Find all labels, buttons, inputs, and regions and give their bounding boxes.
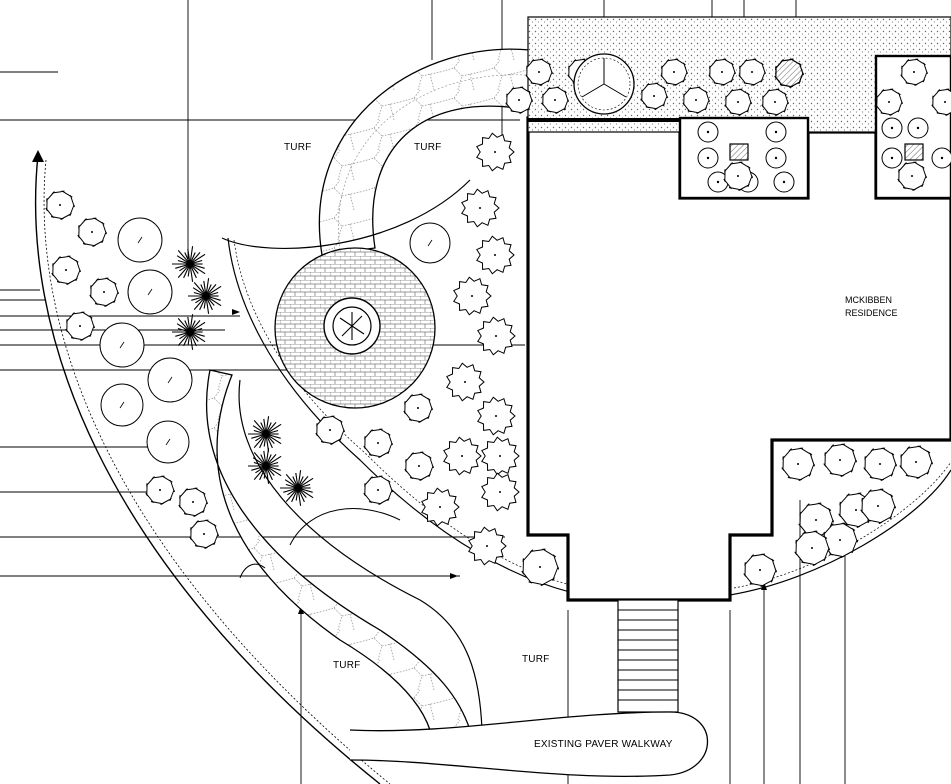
ornamental-tree-3 [147, 357, 193, 403]
shrub-plantings [45, 53, 951, 588]
turf-label-bottom-center: TURF [522, 654, 549, 665]
evergreen-shrub-5 [446, 362, 485, 402]
evergreen-shrub-10 [481, 472, 520, 512]
ornamental-grass-0 [172, 246, 206, 282]
planter-shrub-7 [881, 117, 903, 139]
right-bed-edge-hatch [733, 461, 951, 589]
shrub-left-5 [145, 475, 175, 505]
accent-shrub-dark [774, 58, 804, 89]
ornamental-grass-4 [248, 448, 282, 484]
planter-shrub-6 [773, 171, 795, 193]
evergreen-shrub-7 [443, 436, 482, 476]
shrub-left-1 [77, 217, 107, 247]
planter-shrub-3 [765, 147, 787, 169]
ornamental-grass-2 [172, 314, 206, 350]
patio-bed-edge [221, 179, 471, 249]
planter-shrub-0 [697, 121, 719, 143]
shrub-top-5 [660, 58, 688, 86]
evergreen-shrub-2 [476, 235, 515, 275]
shrub-left-0 [45, 190, 75, 220]
planter-shrub-center-right [897, 161, 927, 191]
planter-shrub-1 [697, 147, 719, 169]
shrub-patio-3 [363, 475, 393, 505]
ornamental-tree-1 [127, 269, 173, 315]
shrub-left-7 [189, 519, 219, 549]
evergreen-shrub-1 [461, 188, 500, 228]
shrub-right-row-0 [781, 447, 815, 482]
shrub-top-10 [761, 88, 789, 116]
shrub-entry-left [521, 548, 559, 587]
shrub-entry-right [743, 553, 777, 588]
planter-shrub-2 [765, 121, 787, 143]
planter-urn-right [904, 143, 924, 161]
evergreen-shrub-8 [481, 436, 520, 476]
shrub-patio-2 [404, 451, 434, 481]
evergreen-shrub-9 [421, 487, 460, 527]
shrub-left-4 [65, 311, 95, 341]
ornamental-tree-4 [100, 383, 144, 427]
step-treads [618, 609, 678, 701]
shrub-right-row-2 [863, 447, 897, 482]
shrub-top-11 [900, 58, 928, 86]
evergreen-shrub-11 [468, 526, 507, 566]
shrub-top-4 [640, 82, 668, 110]
left-border-edging [34, 154, 381, 784]
planter-shrub-center [723, 161, 753, 191]
path-split-arc [289, 508, 401, 546]
shrub-top-2 [541, 86, 569, 114]
ornamental-tree-2 [99, 322, 145, 368]
ornamental-grass-5 [280, 470, 314, 506]
shrub-top-8 [738, 58, 766, 86]
fire-pit-logs [339, 312, 365, 340]
shrub-left-2 [51, 255, 81, 285]
existing-paver-walkway [349, 711, 708, 777]
shrub-right-row-3 [899, 445, 933, 480]
ornamental-grass-3 [248, 416, 282, 452]
shrub-left-6 [178, 487, 208, 517]
shrub-top-13 [875, 88, 903, 116]
ornamental-tree-6 [409, 222, 451, 264]
shrub-right-cluster-4 [794, 530, 830, 566]
shrub-top-9 [724, 88, 752, 116]
specimen-tree [573, 53, 635, 115]
evergreen-shrub-4 [477, 316, 516, 356]
shrub-top-6 [682, 86, 710, 114]
house-top-wall [528, 118, 680, 122]
walkway-label: EXISTING PAVER WALKWAY [534, 739, 673, 750]
shrub-top-7 [708, 58, 736, 86]
left-border-edging-inner [43, 159, 391, 784]
evergreen-shrub-6 [477, 396, 516, 436]
evergreen-shrub-3 [453, 276, 492, 316]
shrub-right-row-1 [823, 443, 857, 478]
shrub-right-cluster-2 [860, 488, 896, 524]
path-top-inner-edge [338, 74, 526, 251]
ornamental-tree-0 [117, 217, 163, 263]
shrub-top-0 [525, 58, 553, 86]
residence-label-line2: RESIDENCE [845, 308, 898, 318]
evergreen-shrub-0 [476, 132, 515, 172]
turf-label-top-left: TURF [284, 142, 311, 153]
planter-urn-left [729, 143, 749, 161]
planter-shrub-9 [907, 117, 929, 139]
turf-label-bottom-left: TURF [333, 660, 360, 671]
ornamental-tree-5 [146, 420, 190, 464]
shrub-patio-0 [315, 415, 345, 445]
turf-label-top-center: TURF [414, 142, 441, 153]
shrub-patio-4 [403, 393, 433, 423]
shrub-top-12 [931, 88, 951, 116]
ornamental-grass-1 [188, 278, 222, 314]
residence-label-line1: MCKIBBEN [845, 295, 892, 305]
right-bed-edge [729, 469, 951, 596]
path-split-arc-2 [239, 563, 266, 579]
shrub-top-1 [505, 86, 533, 114]
north-arrow-tip [32, 150, 44, 162]
planter-shrub-8 [881, 147, 903, 169]
shrub-right-cluster-3 [822, 522, 858, 558]
planter-shrub-10 [931, 147, 951, 169]
lower-path-arc [238, 379, 483, 731]
shrub-left-3 [89, 277, 119, 307]
entry-steps [617, 599, 679, 713]
shrub-patio-1 [363, 428, 393, 458]
